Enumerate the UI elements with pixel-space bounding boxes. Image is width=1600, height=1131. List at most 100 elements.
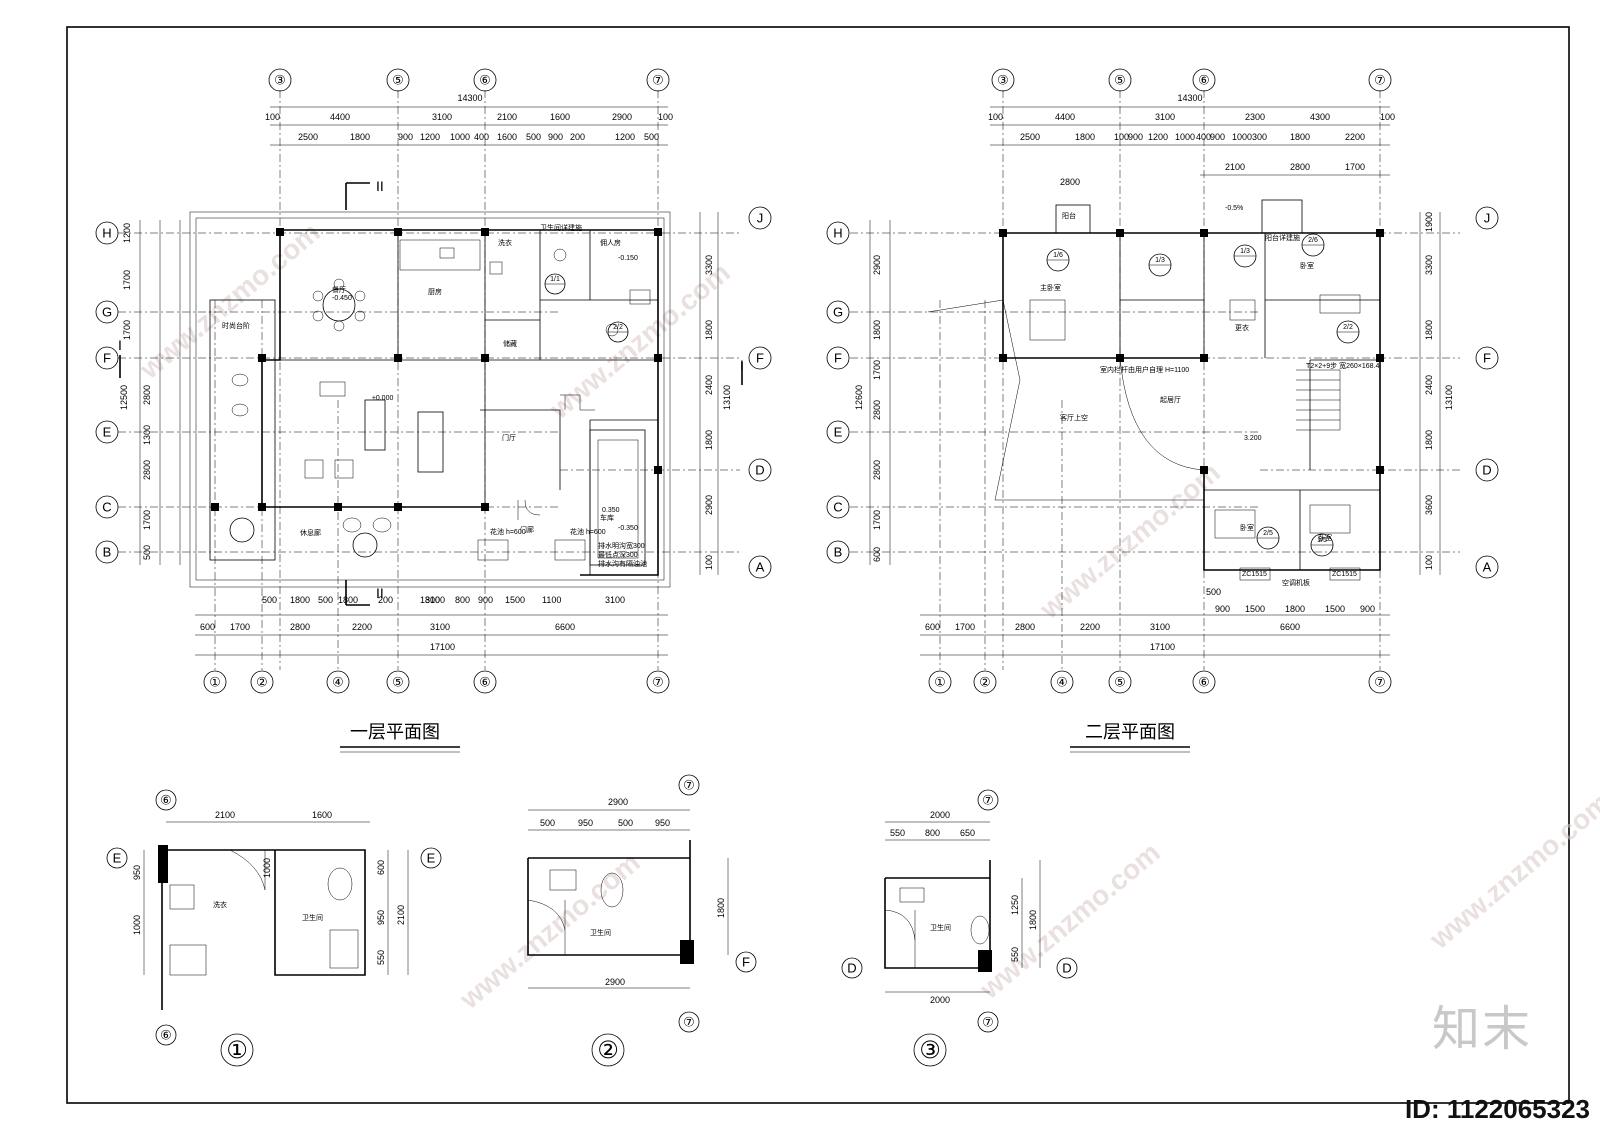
svg-text:3100: 3100 [430, 622, 450, 632]
svg-text:6600: 6600 [555, 622, 575, 632]
svg-text:1200: 1200 [1148, 132, 1168, 142]
svg-text:卫生间详建施: 卫生间详建施 [540, 223, 582, 232]
svg-text:650: 650 [960, 828, 975, 838]
svg-text:最低点深300: 最低点深300 [598, 550, 638, 559]
svg-text:200: 200 [570, 132, 585, 142]
svg-text:花池 h=600: 花池 h=600 [570, 527, 606, 536]
svg-text:⑦: ⑦ [652, 675, 664, 690]
svg-text:-0.350: -0.350 [618, 525, 638, 532]
svg-text:餐厅: 餐厅 [332, 285, 346, 294]
svg-text:1/6: 1/6 [1053, 252, 1063, 259]
svg-text:卧室: 卧室 [1300, 261, 1314, 270]
svg-text:500: 500 [618, 818, 633, 828]
svg-text:1800: 1800 [338, 595, 358, 605]
svg-text:⑦: ⑦ [982, 793, 994, 808]
svg-text:E: E [834, 425, 843, 440]
svg-text:13100: 13100 [1444, 385, 1454, 410]
floor1-dim-texts: 14300 100 4400 3100 2100 1600 2900 100 2… [119, 93, 732, 652]
svg-text:1700: 1700 [122, 320, 132, 340]
svg-text:洗衣: 洗衣 [213, 900, 227, 909]
svg-text:II: II [376, 585, 384, 601]
svg-text:6600: 6600 [1280, 622, 1300, 632]
svg-text:1800: 1800 [350, 132, 370, 142]
svg-text:1700: 1700 [230, 622, 250, 632]
floor2-axis-bubbles: ③ ⑤ ⑥ ⑦ ① ② ④ ⑤ ⑥ ⑦ H G F E C B J F D A [826, 68, 1499, 694]
svg-text:1200: 1200 [615, 132, 635, 142]
svg-text:1300: 1300 [142, 425, 152, 445]
svg-text:2800: 2800 [872, 400, 882, 420]
svg-text:4300: 4300 [1310, 112, 1330, 122]
svg-text:客厅上空: 客厅上空 [1060, 413, 1088, 422]
svg-text:1/3: 1/3 [1240, 248, 1250, 255]
svg-text:1000: 1000 [262, 858, 272, 878]
svg-text:2100: 2100 [497, 112, 517, 122]
svg-text:950: 950 [132, 865, 142, 880]
svg-text:100: 100 [1380, 112, 1395, 122]
floor1-section-marks: I I II II [118, 178, 744, 606]
svg-text:1800: 1800 [1028, 910, 1038, 930]
svg-text:2900: 2900 [872, 255, 882, 275]
svg-text:2900: 2900 [704, 495, 714, 515]
svg-text:2100: 2100 [215, 810, 235, 820]
svg-text:600: 600 [376, 860, 386, 875]
svg-text:950: 950 [578, 818, 593, 828]
floor2-detail-refs: 1/6 1/3 1/3 2/6 2/2 2/5 1/5 [1046, 233, 1360, 557]
svg-text:D: D [1062, 961, 1071, 976]
svg-text:卧室: 卧室 [1318, 533, 1332, 542]
svg-text:F: F [1483, 351, 1491, 366]
svg-text:③: ③ [997, 73, 1009, 88]
svg-text:100: 100 [704, 555, 714, 570]
svg-text:2900: 2900 [608, 797, 628, 807]
svg-text:③: ③ [274, 73, 286, 88]
svg-text:1700: 1700 [142, 510, 152, 530]
svg-text:②: ② [256, 675, 268, 690]
svg-text:550: 550 [376, 950, 386, 965]
svg-text:www.znzmo.com: www.znzmo.com [453, 847, 646, 1016]
svg-text:主卧室: 主卧室 [1040, 283, 1061, 292]
svg-text:2800: 2800 [290, 622, 310, 632]
floor1-room-labels: 餐厅 厨房 洗衣 佣人房 卫生间详建施 储藏 门厅 车库 休息廊 时尚台阶 门廊… [222, 223, 647, 568]
detail-2-label: ② [597, 1037, 619, 1064]
svg-text:800: 800 [925, 828, 940, 838]
detail-1: ⑥ E E ⑥ 2100 1600 洗衣 卫生间 1000 950 1000 6… [106, 789, 442, 1067]
svg-text:1800: 1800 [290, 595, 310, 605]
svg-text:2100: 2100 [396, 905, 406, 925]
svg-text:1700: 1700 [955, 622, 975, 632]
detail-2: ⑦ F ⑦ 2900 500 950 500 950 卫生间 1800 2900… [527, 774, 757, 1067]
svg-text:②: ② [979, 675, 991, 690]
svg-text:F: F [756, 351, 764, 366]
svg-text:1700: 1700 [872, 360, 882, 380]
svg-text:排水沟有隔油池: 排水沟有隔油池 [598, 559, 647, 568]
svg-text:1800: 1800 [1285, 604, 1305, 614]
svg-text:C: C [102, 500, 111, 515]
svg-text:休息廊: 休息廊 [300, 528, 321, 537]
svg-text:800: 800 [455, 595, 470, 605]
svg-text:E: E [427, 851, 436, 866]
svg-text:⑦: ⑦ [982, 1015, 994, 1030]
svg-text:-0.5%: -0.5% [1225, 205, 1243, 212]
svg-text:H: H [833, 226, 842, 241]
sheet-border [66, 26, 1570, 1104]
svg-text:2/2: 2/2 [613, 324, 623, 331]
svg-text:门廊: 门廊 [520, 525, 534, 534]
svg-text:卧室: 卧室 [1240, 523, 1254, 532]
svg-text:1000: 1000 [1232, 132, 1252, 142]
svg-text:⑤: ⑤ [392, 73, 404, 88]
svg-text:550: 550 [1010, 947, 1020, 962]
svg-text:2800: 2800 [1060, 177, 1080, 187]
svg-text:洗衣: 洗衣 [498, 238, 512, 247]
svg-text:-0.450: -0.450 [332, 295, 352, 302]
svg-text:⑦: ⑦ [683, 1015, 695, 1030]
svg-text:G: G [102, 305, 112, 320]
svg-text:550: 550 [890, 828, 905, 838]
floor2-room-labels: 主卧室 更衣 卧室 卧室 卧室 客厅上空 阳台 阳台详建施 3.200 -0.5… [1040, 205, 1379, 587]
svg-text:起居厅: 起居厅 [1160, 396, 1181, 404]
svg-text:www.znzmo.com: www.znzmo.com [1423, 787, 1600, 956]
svg-text:900: 900 [548, 132, 563, 142]
svg-text:3100: 3100 [432, 112, 452, 122]
svg-text:⑥: ⑥ [1198, 73, 1210, 88]
svg-text:3300: 3300 [1424, 255, 1434, 275]
svg-text:⑥: ⑥ [479, 73, 491, 88]
svg-text:14300: 14300 [457, 93, 482, 103]
svg-text:卫生间: 卫生间 [302, 913, 323, 922]
